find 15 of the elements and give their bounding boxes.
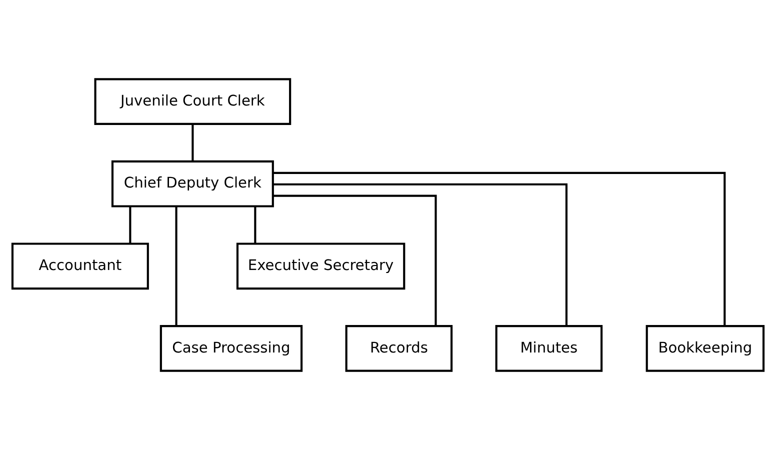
connector	[192, 124, 194, 161]
connector	[254, 206, 256, 244]
node-box: Executive Secretary	[236, 242, 406, 290]
node-box: Chief Deputy Clerk	[111, 160, 274, 207]
node-box: Bookkeeping	[646, 324, 765, 372]
node-box: Accountant	[11, 242, 149, 290]
node-box: Minutes	[495, 324, 603, 372]
node-box: Juvenile Court Clerk	[94, 78, 292, 124]
node-box: Case Processing	[160, 324, 303, 372]
connector	[129, 206, 132, 244]
connector	[272, 194, 437, 326]
connector	[272, 171, 726, 326]
connector	[175, 206, 178, 326]
connector	[273, 182, 568, 326]
node-box: Records	[345, 324, 453, 372]
